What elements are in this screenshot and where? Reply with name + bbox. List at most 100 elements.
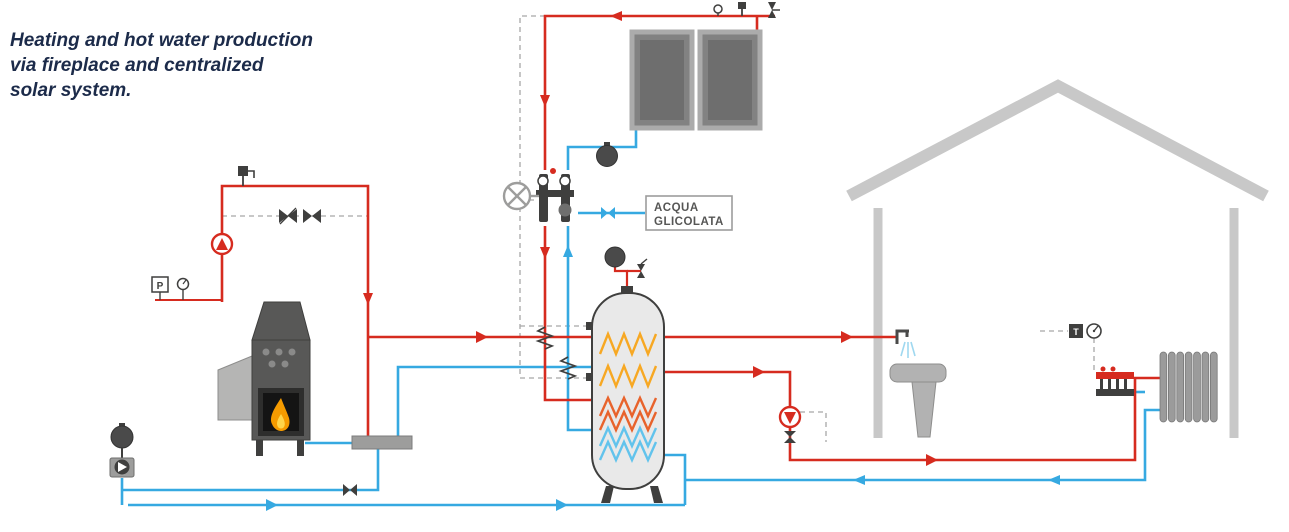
manifold-tooth [1124,379,1127,390]
filling-loop-pipe [122,449,380,492]
title-line-3: solar system. [10,80,132,102]
valve-icon [601,207,608,219]
manifold-knob [1100,366,1106,372]
solar-flow-pipe [543,14,775,170]
heating-pump-wire [800,411,827,442]
expansion-vessel-icon [596,145,618,167]
check-valve-icon [784,437,796,443]
radiator [1159,351,1218,423]
vent-hole [262,348,270,356]
stove-vent-holes [262,348,296,368]
safety-group-spout [248,170,255,178]
basin [889,363,947,383]
spray-line [910,341,916,357]
heating-flow-pipe [664,370,1160,462]
radiator-section [1168,351,1176,423]
title-line-1: Heating and hot water production [10,30,313,51]
flame-core-icon [277,414,285,429]
valve-slash [279,207,297,225]
tank-top-fitting [621,286,633,294]
station-valve-knob [550,168,556,174]
flow-arrow-left [1048,475,1060,485]
stove-leg [297,440,304,456]
fireplace-instruments: P [151,166,321,300]
vent-hole [268,360,276,368]
solar-collector-left-glass [640,40,684,120]
radiator-section [1193,351,1201,423]
air-vent-icon [738,2,746,9]
flow-arrow-right [266,499,278,511]
safety-valve-spout [640,258,648,265]
circle-x-icon [507,186,527,206]
station-gauge-icon [559,175,571,187]
squiggle-icon [558,356,578,380]
radiator-section [1210,351,1218,423]
vessel-nub [604,142,610,146]
thermostat-box [1069,324,1083,338]
glycol-label-line2: GLICOLATA [654,216,724,228]
buffer-tank [586,286,665,503]
manifold-tooth [1116,379,1119,390]
manifold-group [1096,366,1134,396]
thermometer-needle [182,279,187,285]
washbasin-group [889,329,947,438]
flow-arrow-left [853,475,865,485]
solar-collector-right-glass [708,40,752,120]
tank-lower-coil-cold [598,425,658,463]
safety-valve-icon [637,264,645,271]
house-roof [846,79,1269,202]
ash-pedestal [217,355,253,421]
pressure-gauge-label: P [157,281,164,292]
flow-arrow-right [926,454,938,466]
coil-row [598,425,658,449]
vessel-nub [119,423,125,427]
water-supply-group [109,423,357,496]
page-title: Heating and hot water production via fir… [10,28,330,103]
manifold-tooth [1108,379,1111,390]
basin-pedestal [911,381,937,438]
valve-icon [303,209,312,223]
tank-body [591,292,665,490]
valve-icon [343,484,350,496]
coil-row [598,362,658,390]
solar-return-downcomer [566,226,594,432]
safety-group-icon [238,166,248,176]
radiator-section [1184,351,1193,423]
house-outline [846,79,1269,438]
flow-arrow-down [540,247,550,259]
tank-sensor-pocket [586,373,593,381]
collector-safety-group [713,2,780,18]
safety-valve-icon [768,2,776,10]
radiator-section [1176,351,1185,423]
vent-hole [288,348,296,356]
solar-collectors [629,29,763,131]
flow-arrow-right [841,331,853,343]
tank-upper-coil [598,330,658,390]
manifold-knob [1110,366,1116,372]
squiggle-icon [535,326,555,350]
vent-hole [275,348,283,356]
glycol-label-box [645,195,733,231]
valve-icon [312,209,321,223]
flame-icon [271,398,290,431]
tank-expansion-group [604,246,648,278]
solar-flow-downcomer [543,226,594,402]
manifold-tooth [1100,379,1103,390]
glycol-group: ACQUA GLICOLATA [601,195,733,231]
hot-flow-arrows [363,11,938,466]
solar-expansion-vessel [596,142,618,167]
expansion-vessel-icon [110,425,134,449]
solar-pump-station [536,168,574,222]
flow-arrow-right [556,499,568,511]
flow-arrow-down [363,293,373,305]
tap-icon [895,329,909,344]
safety-valve-icon [637,271,645,278]
pump-arrow [216,238,228,250]
coil-row [598,409,658,433]
tank-top-stub [613,266,629,293]
thermostat-dial-center [1092,329,1096,333]
flow-arrow-down [540,95,550,107]
coil-row [598,439,658,463]
